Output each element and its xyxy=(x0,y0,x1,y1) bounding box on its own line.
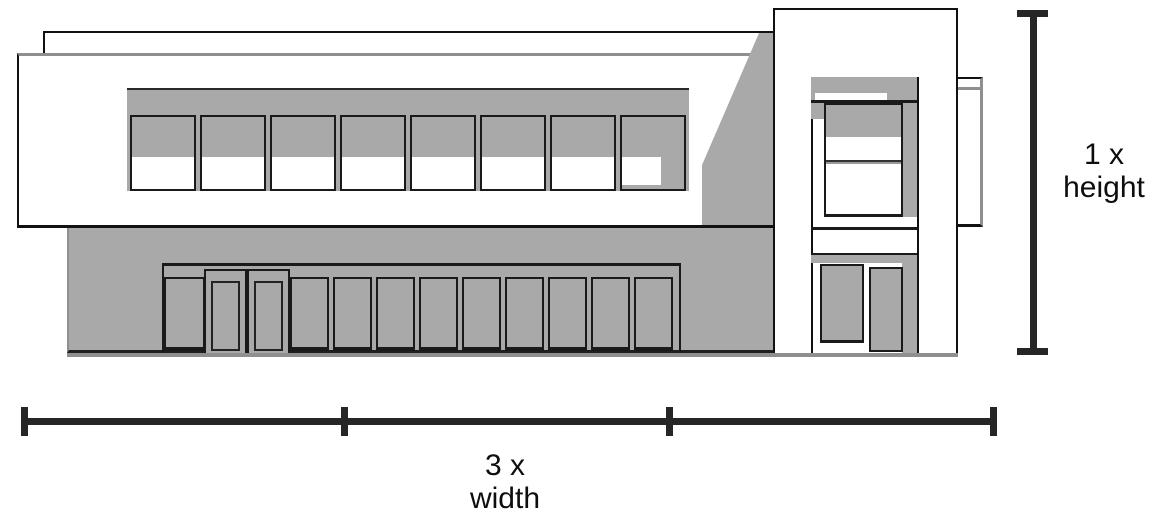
window-glass-shaded xyxy=(202,117,264,157)
lower-window xyxy=(376,277,415,351)
window-glass-lit xyxy=(132,157,194,189)
window-glass-lit xyxy=(552,157,614,189)
window-glass-lit xyxy=(412,157,474,189)
window-glass-shaded xyxy=(272,117,334,157)
entrance-door xyxy=(247,269,290,356)
tower-recess-left-edge xyxy=(811,77,813,355)
tower-door-shadow-strip xyxy=(902,263,917,353)
lower-window xyxy=(419,277,458,351)
stair-tower xyxy=(773,8,958,355)
lower-window xyxy=(548,277,587,351)
tower-window xyxy=(824,103,903,217)
height-label-line2: height xyxy=(1063,171,1145,204)
door-panel xyxy=(211,281,240,351)
upper-window xyxy=(550,115,616,191)
upper-window xyxy=(270,115,336,191)
tower-pane-lit xyxy=(826,137,901,160)
ground-line xyxy=(67,353,958,357)
window-glass-shaded xyxy=(412,117,474,157)
tower-pane-shaded xyxy=(826,105,901,137)
window-glass-lit xyxy=(202,157,264,189)
lower-window xyxy=(591,277,630,351)
window-glass-shaded xyxy=(622,117,684,157)
upper-window-row xyxy=(130,115,686,191)
window-glass-lit xyxy=(342,157,404,189)
width-label-line2: width xyxy=(469,482,541,515)
upper-window xyxy=(480,115,546,191)
width-dimension-line xyxy=(21,418,997,425)
tower-recess-right-edge xyxy=(917,77,919,355)
upper-window xyxy=(410,115,476,191)
tower-window-divider xyxy=(826,160,901,164)
window-glass-lit xyxy=(622,157,684,189)
lower-window xyxy=(634,277,673,351)
ground-floor-glazing-band xyxy=(162,263,681,356)
upper-window xyxy=(620,115,686,191)
tower-door-left xyxy=(820,264,864,343)
lower-window xyxy=(290,277,329,351)
entrance-doors xyxy=(204,269,290,356)
side-wall-return xyxy=(957,77,983,227)
width-dimension-tick-3 xyxy=(666,407,673,436)
upper-window xyxy=(130,115,196,191)
upper-window xyxy=(340,115,406,191)
tower-window-shadow-strip xyxy=(903,103,917,217)
entrance-door xyxy=(204,269,247,356)
lower-window xyxy=(333,277,372,351)
window-glass-shaded xyxy=(342,117,404,157)
width-dimension-tick-1 xyxy=(21,407,28,436)
height-dimension-top-tick xyxy=(1017,10,1048,17)
lower-window xyxy=(462,277,501,351)
tower-window-shadow-notch xyxy=(811,103,824,119)
width-dimension-tick-2 xyxy=(341,407,348,436)
width-label-line1: 3 x xyxy=(484,449,526,482)
width-dimension-label: 3 x width xyxy=(443,449,567,515)
upper-window xyxy=(200,115,266,191)
height-dimension-line xyxy=(1030,13,1037,353)
lower-window-row xyxy=(290,277,673,351)
lower-window xyxy=(505,277,544,351)
tower-window-header xyxy=(811,77,917,103)
storefront-window xyxy=(164,277,205,351)
window-glass-shaded xyxy=(132,117,194,157)
tower-door-right xyxy=(869,267,903,352)
window-glass-shaded xyxy=(482,117,544,157)
height-dimension-label: 1 x height xyxy=(1040,138,1163,204)
tower-door-header xyxy=(811,253,917,263)
upper-window-strip xyxy=(127,88,689,191)
tower-floor-line xyxy=(811,227,917,230)
width-dimension-tick-4 xyxy=(990,407,997,436)
height-label-line1: 1 x xyxy=(1083,138,1125,171)
roof-parapet xyxy=(43,31,773,56)
window-glass-lit xyxy=(482,157,544,189)
door-panel xyxy=(254,281,283,351)
window-glass-lit xyxy=(272,157,334,189)
window-glass-shaded xyxy=(552,117,614,157)
tower-window-assembly xyxy=(811,77,917,217)
height-dimension-bottom-tick xyxy=(1017,348,1048,355)
